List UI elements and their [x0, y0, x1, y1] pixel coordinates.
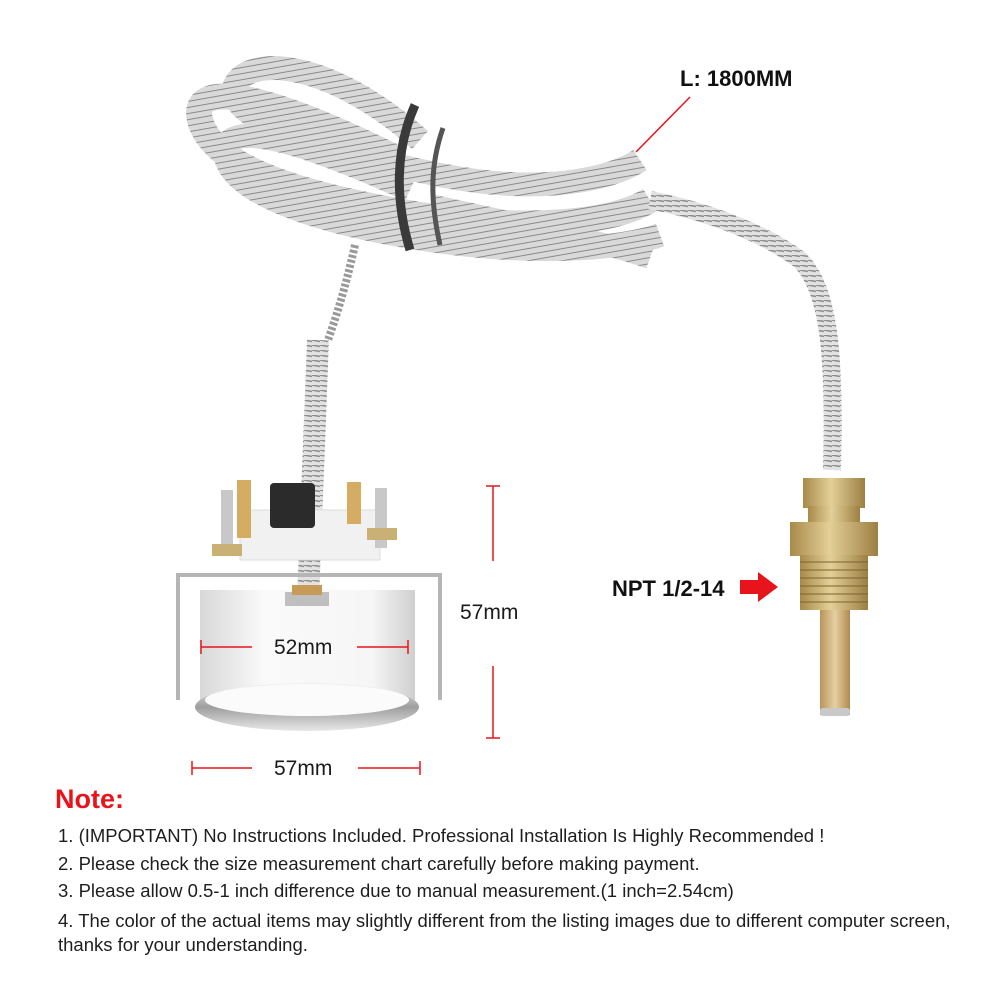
- thread-size-label: NPT 1/2-14: [612, 576, 725, 601]
- dimension-lines: [191, 485, 500, 775]
- coiled-cable: [186, 56, 842, 601]
- sensor-probe: [790, 478, 878, 716]
- length-pointer-line: [635, 96, 691, 153]
- cable-length-label: L: 1800MM: [680, 66, 793, 91]
- face-diameter-label: 52mm: [274, 636, 333, 659]
- thread-arrow-icon: [740, 572, 778, 602]
- note-item-1: 1. (IMPORTANT) No Instructions Included.…: [58, 825, 825, 846]
- bezel-diameter-label: 57mm: [274, 757, 333, 780]
- height-dimension-label: 57mm: [460, 601, 519, 624]
- note-item-2: 2. Please check the size measurement cha…: [58, 853, 700, 874]
- note-item-4: 4. The color of the actual items may sli…: [58, 910, 951, 955]
- gauge-body: [176, 480, 442, 731]
- note-title: Note:: [55, 784, 124, 814]
- note-item-3: 3. Please allow 0.5-1 inch difference du…: [58, 880, 734, 901]
